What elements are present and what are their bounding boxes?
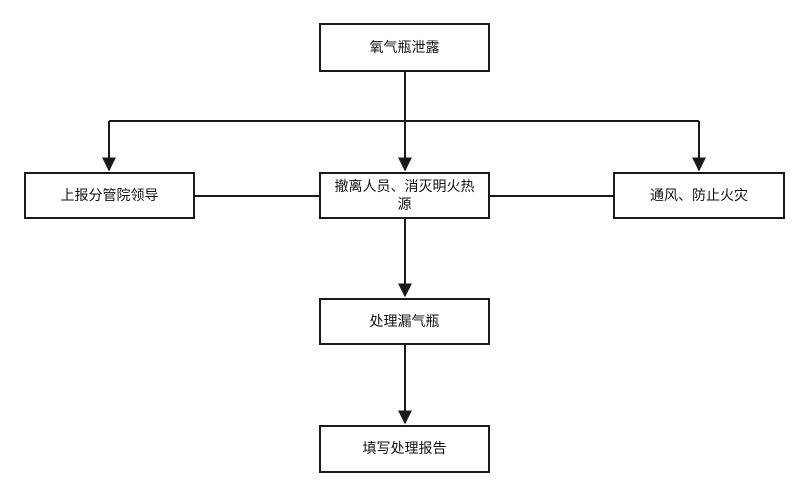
node-evacuate: 撤离人员、消灭明火热源 [319, 172, 490, 219]
node-report-to-leader-label: 上报分管院领导 [60, 187, 159, 204]
node-report-to-leader: 上报分管院领导 [24, 172, 195, 219]
node-fill-report-label: 填写处理报告 [362, 441, 447, 457]
node-fill-report: 填写处理报告 [319, 425, 490, 473]
node-evacuate-label: 撤离人员、消灭明火热源 [334, 178, 475, 213]
node-handle-leaking-cylinder: 处理漏气瓶 [319, 298, 490, 345]
node-ventilate: 通风、防止火灾 [613, 172, 785, 219]
node-oxygen-leak: 氧气瓶泄露 [319, 23, 490, 72]
node-ventilate-label: 通风、防止火灾 [650, 187, 748, 204]
node-handle-leaking-cylinder-label: 处理漏气瓶 [369, 313, 440, 330]
node-oxygen-leak-label: 氧气瓶泄露 [369, 39, 440, 56]
